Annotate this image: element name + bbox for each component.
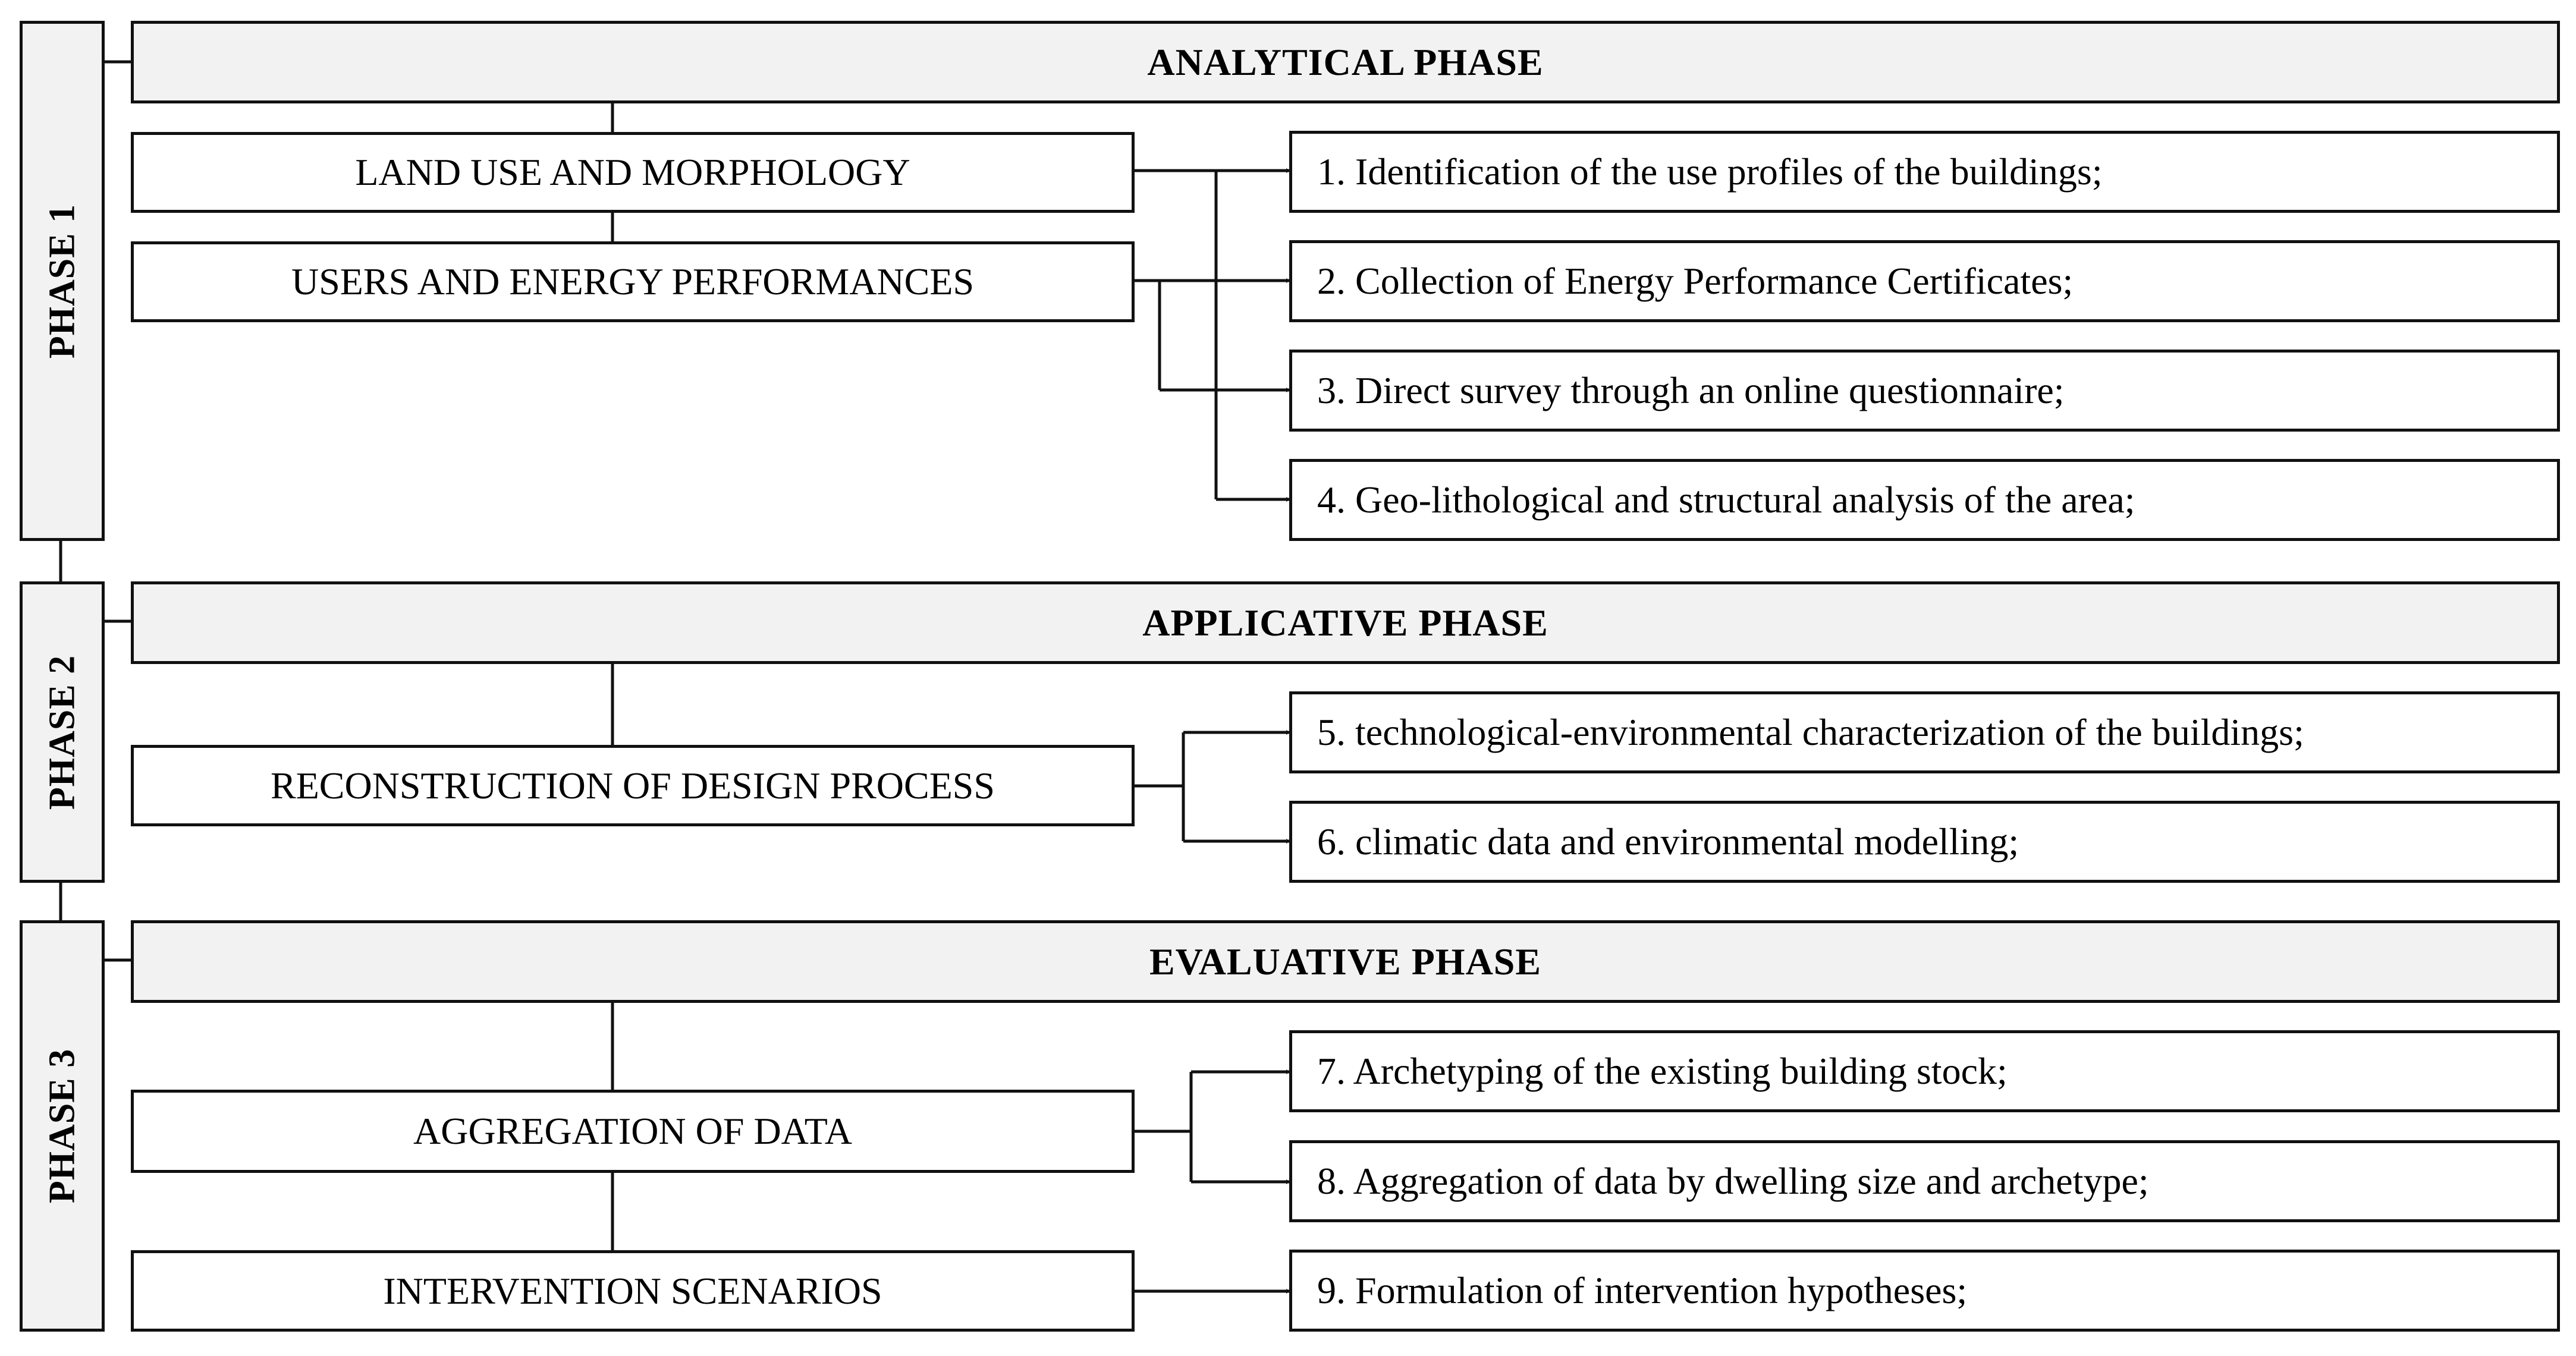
aggregation-of-data-box: AGGREGATION OF DATA bbox=[131, 1090, 1135, 1173]
phase-2-label: PHASE 2 bbox=[42, 655, 82, 810]
land-use-morphology-box: LAND USE AND MORPHOLOGY bbox=[131, 132, 1135, 213]
phase-1-label: PHASE 1 bbox=[42, 203, 82, 358]
phase-3-label: PHASE 3 bbox=[42, 1048, 82, 1204]
item-9-box: 9. Formulation of intervention hypothese… bbox=[1289, 1250, 2560, 1332]
intervention-scenarios-box: INTERVENTION SCENARIOS bbox=[131, 1250, 1135, 1332]
item-1-box: 1. Identification of the use profiles of… bbox=[1289, 131, 2560, 213]
analytical-phase-header: ANALYTICAL PHASE bbox=[131, 21, 2560, 103]
item-2-box: 2. Collection of Energy Performance Cert… bbox=[1289, 240, 2560, 322]
item-4-box: 4. Geo-lithological and structural analy… bbox=[1289, 459, 2560, 541]
phase-2-box: PHASE 2 bbox=[20, 581, 105, 883]
item-6-box: 6. climatic data and environmental model… bbox=[1289, 801, 2560, 883]
item-3-box: 3. Direct survey through an online quest… bbox=[1289, 350, 2560, 432]
evaluative-phase-header: EVALUATIVE PHASE bbox=[131, 920, 2560, 1003]
users-energy-performances-box: USERS AND ENERGY PERFORMANCES bbox=[131, 241, 1135, 322]
item-8-box: 8. Aggregation of data by dwelling size … bbox=[1289, 1140, 2560, 1222]
item-7-box: 7. Archetyping of the existing building … bbox=[1289, 1030, 2560, 1112]
phase-3-box: PHASE 3 bbox=[20, 920, 105, 1332]
reconstruction-design-process-box: RECONSTRUCTION OF DESIGN PROCESS bbox=[131, 745, 1135, 826]
phase-1-box: PHASE 1 bbox=[20, 21, 105, 541]
applicative-phase-header: APPLICATIVE PHASE bbox=[131, 581, 2560, 664]
item-5-box: 5. technological-environmental character… bbox=[1289, 691, 2560, 773]
